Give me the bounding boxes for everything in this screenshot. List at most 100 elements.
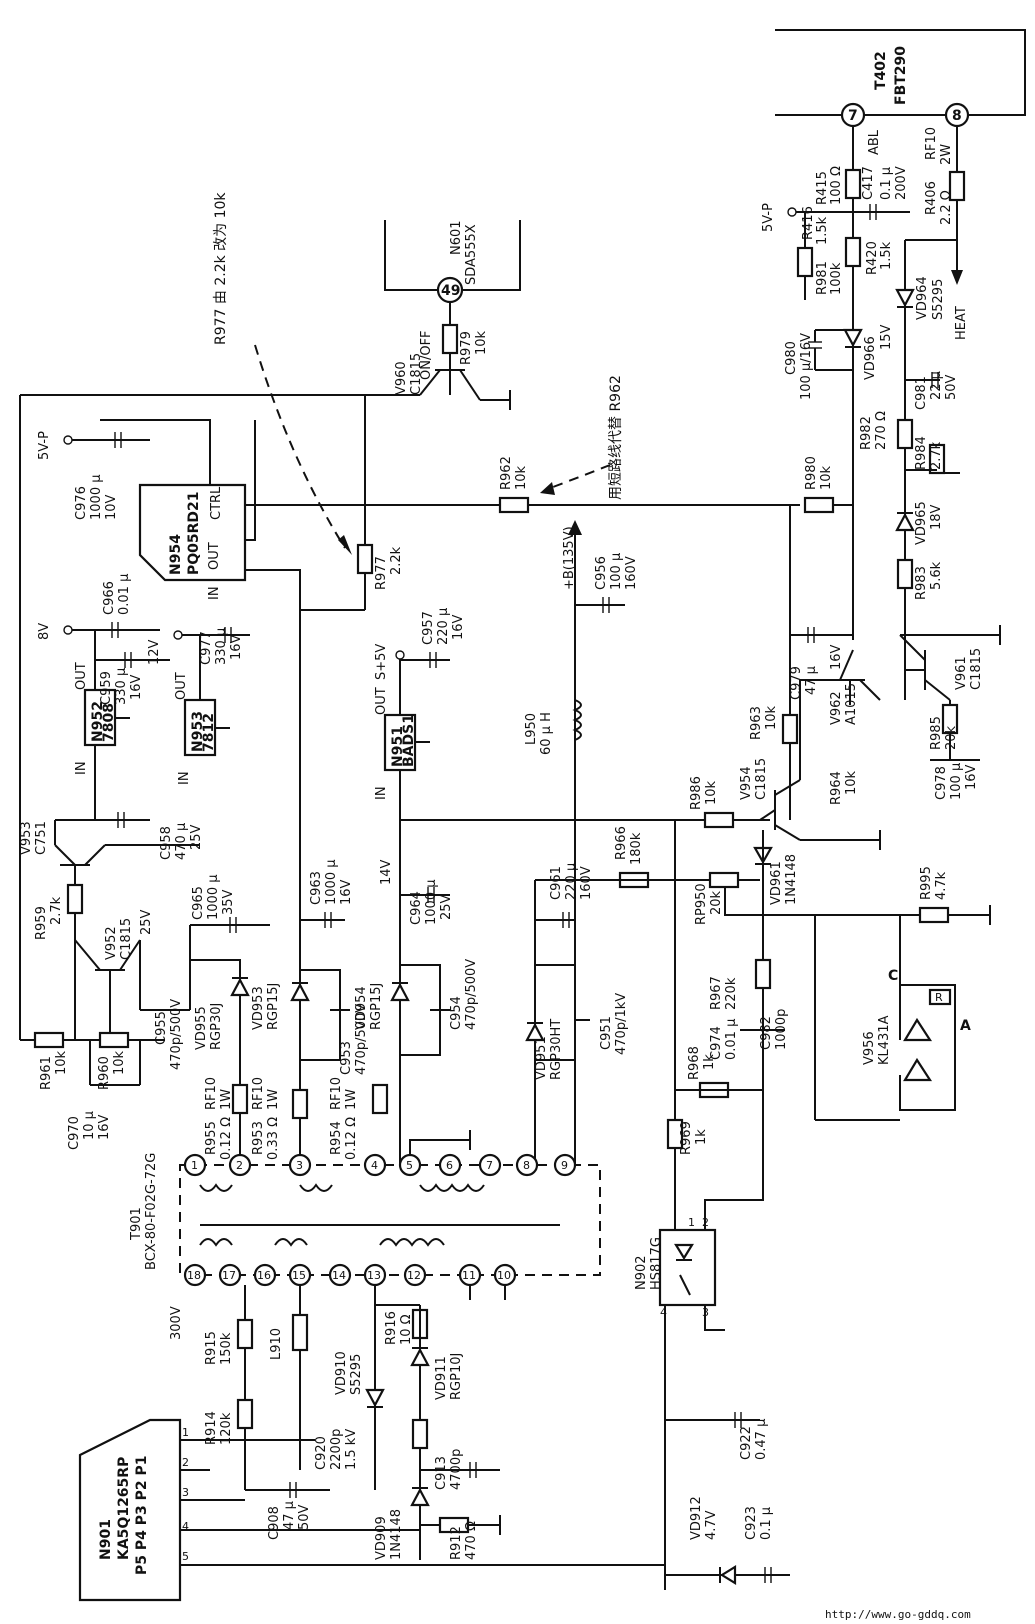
r968-val: 1k [702, 1054, 717, 1070]
r912-val: 470 Ω [464, 1521, 479, 1560]
r954-val: 0.12 Ω [344, 1117, 359, 1160]
v954-ref: V954 [739, 766, 754, 800]
r955 [231, 1083, 249, 1115]
c979-val: 47 μ [804, 666, 819, 695]
r954-type: RF10 [329, 1077, 344, 1110]
c981-ref: C981 [914, 376, 929, 410]
c980-ref: C980 [784, 341, 799, 375]
vd910-part: S5295 [349, 1354, 364, 1395]
note-r977-arrow [254, 344, 346, 549]
c979-ref: C979 [789, 666, 804, 700]
r915 [236, 1318, 254, 1350]
n901-pwm-ic: N901 KA5Q1265RP P5 P4 P3 P2 P1 [78, 1418, 182, 1602]
v12-label: 12V [147, 639, 162, 665]
c979-volt: 16V [829, 644, 844, 670]
v956-ref: V956 [862, 1031, 877, 1065]
c974-val: 0.01 μ [724, 1019, 739, 1060]
n954-out: OUT [207, 542, 222, 570]
r916-ref: R916 [384, 1311, 399, 1345]
t901-pin5: 5 [406, 1159, 413, 1172]
c959-volt: 16V [129, 674, 144, 700]
t901-pin11: 11 [462, 1269, 476, 1282]
c923-val: 0.1 μ [759, 1507, 774, 1540]
n601-pin49: 49 [441, 283, 460, 299]
l950-val: 60 μ H [539, 712, 554, 755]
r995 [918, 906, 950, 924]
r977-ref: R977 [374, 556, 389, 590]
note-r977: R977 由 2.2k 改为 10k [213, 192, 229, 345]
c913-ref: C913 [434, 1456, 449, 1490]
vd953-ref: VD953 [251, 986, 266, 1030]
c953-ref: C953 [339, 1041, 354, 1075]
t402-pin7-label: 7 [848, 108, 858, 124]
r960-val: 10k [112, 1050, 127, 1075]
v960-ref: V960 [394, 361, 409, 395]
c959-ref: C959 [99, 671, 114, 705]
t901-pin7: 7 [486, 1159, 493, 1172]
r961-val: 10k [54, 1050, 69, 1075]
r963-val: 10k [764, 705, 779, 730]
c977-ref: C977 [199, 631, 214, 665]
r980-ref: R980 [804, 456, 819, 490]
n951-regulator: N951 BADS1 OUT IN [374, 687, 417, 800]
n953-part: 7812 [201, 713, 217, 752]
t901-part: BCX-80-F02G-72G [144, 1153, 159, 1270]
r977 [356, 543, 374, 575]
r962-ref: R962 [499, 456, 514, 490]
c961-volt: 160V [579, 866, 594, 900]
n951-ref: N951 [390, 726, 406, 767]
n954-in: IN [207, 586, 222, 600]
t901-transformer: T901 BCX-80-F02G-72G [129, 1153, 601, 1276]
r979-ref: R979 [459, 331, 474, 365]
r960 [98, 1031, 130, 1049]
r985-val: 20k [944, 725, 959, 750]
c976-volt: 10V [104, 494, 119, 520]
t901-pin1: 1 [191, 1159, 198, 1172]
c978-volt: 16V [964, 764, 979, 790]
c908-ref: C908 [267, 1506, 282, 1540]
r416-ref: R416 [801, 206, 816, 240]
c958-volt: 25V [189, 824, 204, 850]
vd951-ref: VD951 [534, 1036, 549, 1080]
t402-pin8-label: 8 [952, 108, 962, 124]
n901-part: KA5Q1265RP [116, 1457, 132, 1560]
c957-ref: C957 [421, 611, 436, 645]
note-r962: 用短路线代替 R962 [608, 375, 624, 500]
r966-ref: R966 [614, 826, 629, 860]
r969-ref: R969 [679, 1121, 694, 1155]
t901-pin16: 16 [257, 1269, 271, 1282]
r967-ref: R967 [709, 976, 724, 1010]
vd966-ref: VD966 [863, 336, 878, 380]
t402-flyback: T402 FBT290 7 8 ABL [775, 29, 1026, 155]
n953-ref: N953 [190, 711, 206, 752]
v25-label: 25V [139, 909, 154, 935]
c922-val: 0.47 μ [754, 1419, 769, 1460]
n952-ref: N952 [90, 701, 106, 742]
r985 [941, 703, 959, 735]
r968-ref: R968 [687, 1046, 702, 1080]
v962-ref: V962 [829, 691, 844, 725]
r960-ref: R960 [97, 1056, 112, 1090]
n901-pin5: 5 [182, 1550, 189, 1563]
c908-val: 47 μ [282, 1501, 297, 1530]
c976-val: 1000 μ [89, 475, 104, 521]
vd964-part: S5295 [931, 279, 946, 320]
r954-power: 1W [344, 1089, 359, 1110]
r914-ref: R914 [204, 1411, 219, 1445]
c965-val: 1000 μ [206, 875, 221, 921]
vd911-ref: VD911 [434, 1356, 449, 1400]
c964-val: 1000 μ [424, 880, 439, 926]
c981-val: 22 μ [929, 371, 944, 400]
v954-part: C1815 [754, 758, 769, 800]
r916-val: 10 Ω [399, 1314, 414, 1345]
r969 [666, 1118, 684, 1150]
t901-pin18: 18 [187, 1269, 201, 1282]
r912-upper [411, 1418, 429, 1450]
vd910-ref: VD910 [334, 1351, 349, 1395]
r979-val: 10k [474, 330, 489, 355]
r982-val: 270 Ω [874, 411, 889, 450]
r983-ref: R983 [914, 566, 929, 600]
r981-val: 100k [829, 262, 844, 295]
c970-val: 10 μ [82, 1111, 97, 1140]
r982 [896, 418, 914, 450]
